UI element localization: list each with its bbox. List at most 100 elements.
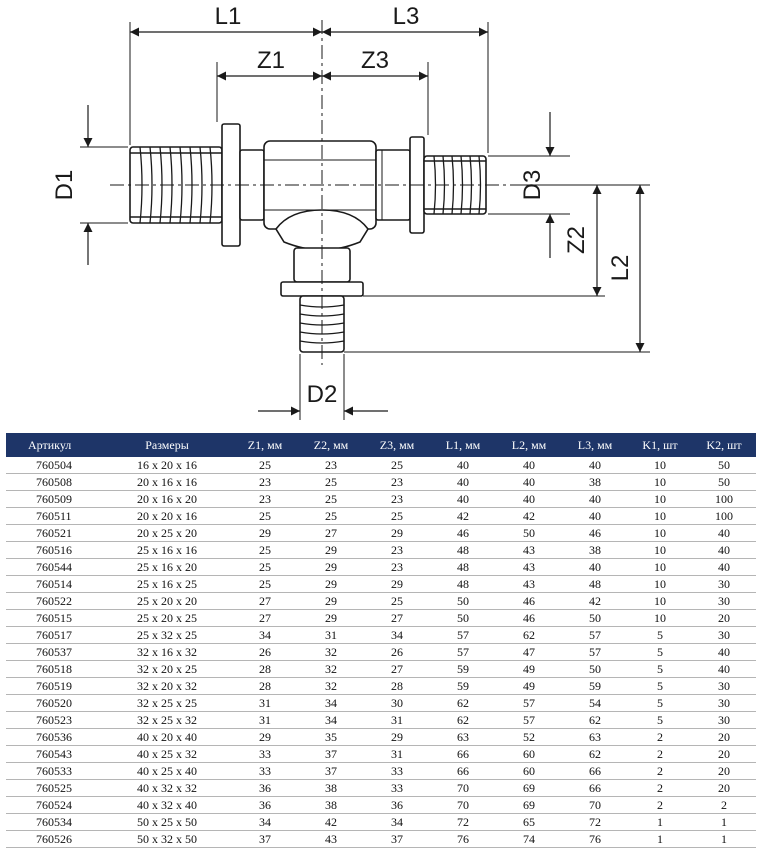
cell-l3: 54 <box>562 694 628 712</box>
cell-z1: 25 <box>232 558 298 576</box>
cell-l2: 57 <box>496 711 562 729</box>
cell-k1: 2 <box>628 745 692 763</box>
cell-l1: 42 <box>430 507 496 525</box>
cell-z2: 38 <box>298 796 364 814</box>
cell-article: 760508 <box>6 473 102 491</box>
cell-z3: 27 <box>364 660 430 678</box>
cell-z2: 31 <box>298 626 364 644</box>
cell-l2: 47 <box>496 643 562 661</box>
cell-dimensions: 20 x 16 x 16 <box>102 473 232 491</box>
cell-l2: 49 <box>496 660 562 678</box>
cell-z1: 29 <box>232 728 298 746</box>
cell-dimensions: 50 x 32 x 50 <box>102 830 232 848</box>
cell-k1: 5 <box>628 677 692 695</box>
label-l3: L3 <box>393 3 420 30</box>
cell-z1: 27 <box>232 592 298 610</box>
cell-dimensions: 25 x 16 x 20 <box>102 558 232 576</box>
cell-l3: 40 <box>562 490 628 508</box>
cell-k1: 5 <box>628 694 692 712</box>
cell-k1: 10 <box>628 457 692 474</box>
cell-z2: 37 <box>298 762 364 780</box>
cell-z2: 29 <box>298 609 364 627</box>
cell-l3: 48 <box>562 575 628 593</box>
cell-k1: 2 <box>628 779 692 797</box>
cell-z1: 36 <box>232 779 298 797</box>
cell-k1: 1 <box>628 830 692 848</box>
cell-k2: 40 <box>692 524 756 542</box>
cell-l3: 40 <box>562 507 628 525</box>
cell-k1: 10 <box>628 541 692 559</box>
cell-dimensions: 32 x 25 x 25 <box>102 694 232 712</box>
cell-dimensions: 32 x 20 x 25 <box>102 660 232 678</box>
cell-k1: 10 <box>628 575 692 593</box>
cell-z2: 43 <box>298 830 364 848</box>
cell-l3: 76 <box>562 830 628 848</box>
cell-z3: 33 <box>364 779 430 797</box>
cell-article: 760521 <box>6 524 102 542</box>
cell-l2: 43 <box>496 541 562 559</box>
cell-dimensions: 20 x 25 x 20 <box>102 524 232 542</box>
cell-z2: 29 <box>298 592 364 610</box>
cell-z2: 25 <box>298 507 364 525</box>
cell-z3: 30 <box>364 694 430 712</box>
cell-z1: 31 <box>232 711 298 729</box>
cell-l3: 38 <box>562 473 628 491</box>
cell-k1: 10 <box>628 473 692 491</box>
cell-l3: 50 <box>562 660 628 678</box>
header-article: Артикул <box>6 433 102 457</box>
label-z2: Z2 <box>563 226 590 254</box>
cell-k2: 50 <box>692 473 756 491</box>
cell-article: 760525 <box>6 779 102 797</box>
cell-dimensions: 25 x 16 x 25 <box>102 575 232 593</box>
cell-article: 760516 <box>6 541 102 559</box>
cell-z1: 28 <box>232 677 298 695</box>
header-dimensions: Размеры <box>102 433 232 457</box>
cell-article: 760517 <box>6 626 102 644</box>
cell-l3: 46 <box>562 524 628 542</box>
cell-l2: 50 <box>496 524 562 542</box>
cell-z3: 29 <box>364 524 430 542</box>
header-l3: L3, мм <box>562 433 628 457</box>
cell-l2: 74 <box>496 830 562 848</box>
cell-k1: 10 <box>628 507 692 525</box>
cell-z1: 25 <box>232 575 298 593</box>
cell-l1: 62 <box>430 694 496 712</box>
cell-l1: 40 <box>430 473 496 491</box>
cell-z1: 34 <box>232 626 298 644</box>
label-l1: L1 <box>215 3 242 30</box>
cell-k2: 1 <box>692 830 756 848</box>
cell-dimensions: 40 x 32 x 40 <box>102 796 232 814</box>
cell-k2: 20 <box>692 745 756 763</box>
cell-l2: 40 <box>496 490 562 508</box>
cell-z2: 32 <box>298 677 364 695</box>
cell-k1: 2 <box>628 728 692 746</box>
cell-z2: 29 <box>298 575 364 593</box>
cell-l3: 40 <box>562 558 628 576</box>
cell-z3: 29 <box>364 575 430 593</box>
cell-l3: 38 <box>562 541 628 559</box>
cell-z1: 28 <box>232 660 298 678</box>
cell-z1: 37 <box>232 830 298 848</box>
cell-k1: 2 <box>628 762 692 780</box>
cell-l3: 42 <box>562 592 628 610</box>
cell-k1: 10 <box>628 592 692 610</box>
cell-dimensions: 16 x 20 x 16 <box>102 457 232 474</box>
header-l1: L1, мм <box>430 433 496 457</box>
cell-l2: 69 <box>496 796 562 814</box>
cell-l1: 57 <box>430 643 496 661</box>
header-k2: K2, шт <box>692 433 756 457</box>
cell-l1: 72 <box>430 813 496 831</box>
cell-z1: 36 <box>232 796 298 814</box>
cell-z3: 26 <box>364 643 430 661</box>
cell-article: 760515 <box>6 609 102 627</box>
cell-k1: 10 <box>628 558 692 576</box>
cell-k2: 40 <box>692 660 756 678</box>
cell-l1: 66 <box>430 762 496 780</box>
cell-l2: 62 <box>496 626 562 644</box>
